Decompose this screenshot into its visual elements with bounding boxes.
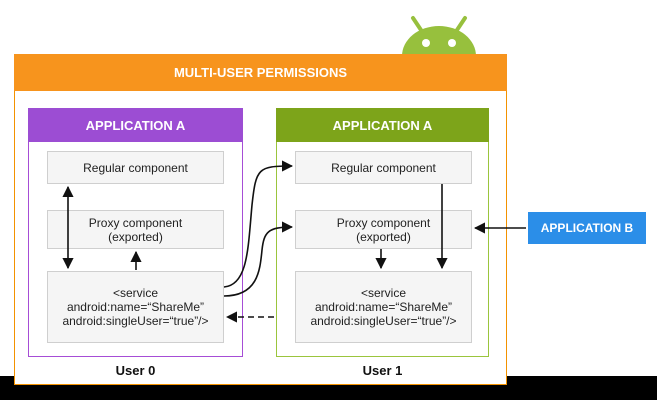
- user0-service-line1: <service: [112, 286, 159, 300]
- user0-service-line2: android:name=“ShareMe”: [66, 300, 205, 314]
- user1-proxy-component-label: Proxy component: [336, 215, 431, 230]
- user1-service-component[interactable]: <service android:name=“ShareMe” android:…: [295, 271, 472, 343]
- user1-service-line1: <service: [360, 286, 407, 300]
- cross-user-proxy-arrow: [223, 221, 294, 297]
- cross-user-regular-arrow: [223, 160, 294, 288]
- application-b[interactable]: APPLICATION B: [528, 212, 646, 244]
- user0-regular-component[interactable]: Regular component: [47, 151, 224, 184]
- user0-regular-component-label: Regular component: [83, 160, 188, 175]
- user1-regular-component-label: Regular component: [331, 160, 436, 175]
- user1-service-line3: android:singleUser=“true”/>: [310, 314, 457, 328]
- user1-service-line2: android:name=“ShareMe”: [314, 300, 453, 314]
- user1-regular-component[interactable]: Regular component: [295, 151, 472, 184]
- user1-application-a-title: APPLICATION A: [276, 108, 489, 142]
- user0-service-line3: android:singleUser=“true”/>: [62, 314, 209, 328]
- user0-proxy-component-label: Proxy component: [88, 215, 183, 230]
- user1-label: User 1: [362, 363, 403, 378]
- user0-label: User 0: [115, 363, 156, 378]
- user0-application-a-title: APPLICATION A: [28, 108, 243, 142]
- user0-proxy-component[interactable]: Proxy component (exported): [47, 210, 224, 249]
- user1-proxy-component-note: (exported): [356, 229, 411, 244]
- user0-proxy-component-note: (exported): [108, 229, 163, 244]
- multi-user-header: MULTI-USER PERMISSIONS: [14, 54, 507, 91]
- user0-service-component[interactable]: <service android:name=“ShareMe” android:…: [47, 271, 224, 343]
